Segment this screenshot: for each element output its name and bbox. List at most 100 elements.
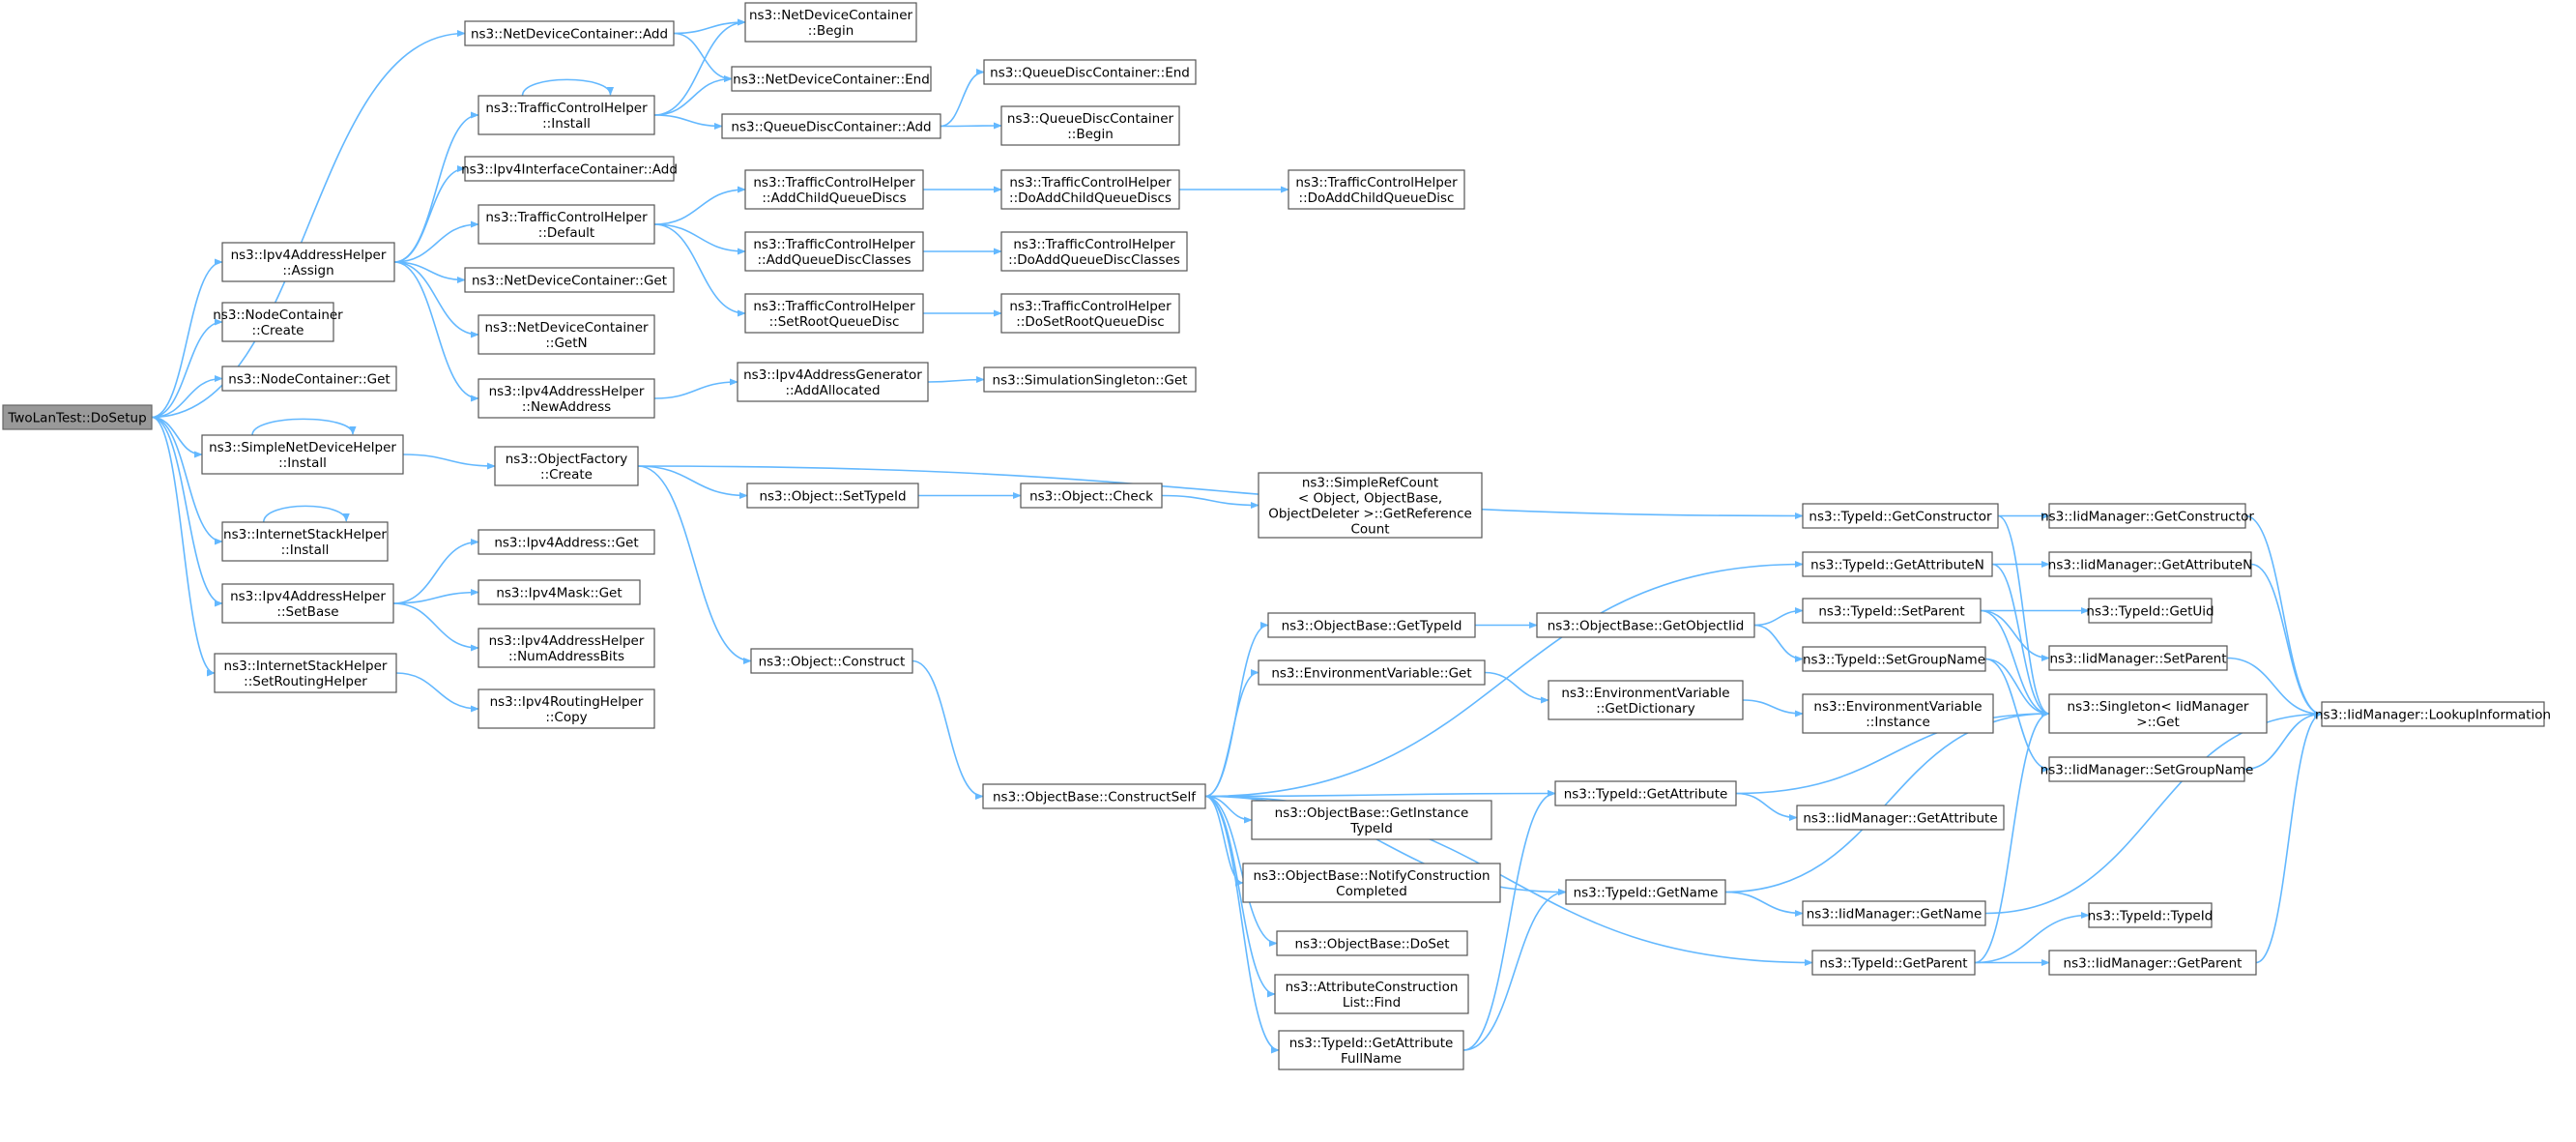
node-tid-getname[interactable]: ns3::TypeId::GetName (1565, 879, 1726, 905)
node-ss-get[interactable]: ns3::SimulationSingleton::Get (983, 366, 1197, 393)
node-label: ns3::NetDeviceContainer::Add (471, 27, 668, 43)
node-iah-setbase[interactable]: ns3::Ipv4AddressHelper::SetBase (221, 583, 394, 624)
node-ndc-add[interactable]: ns3::NetDeviceContainer::Add (464, 20, 675, 46)
node-iid-lookup[interactable]: ns3::IidManager::LookupInformation (2315, 701, 2551, 727)
node-tch-doaddchilds[interactable]: ns3::TrafficControlHelper::DoAddChildQue… (1000, 169, 1180, 210)
node-tch-default[interactable]: ns3::TrafficControlHelper::Default (478, 204, 655, 245)
node-iid-getctor[interactable]: ns3::IidManager::GetConstructor (2041, 503, 2254, 529)
node-of-create[interactable]: ns3::ObjectFactory::Create (494, 446, 639, 486)
node-label: Completed (1336, 884, 1407, 899)
node-tch-doaddclasses[interactable]: ns3::TrafficControlHelper::DoAddQueueDis… (1000, 231, 1188, 272)
node-box (1796, 805, 2005, 831)
node-iid-setgroup[interactable]: ns3::IidManager::SetGroupName (2041, 756, 2254, 782)
node-ndc-begin[interactable]: ns3::NetDeviceContainer::Begin (744, 2, 917, 43)
node-ob-constructself[interactable]: ns3::ObjectBase::ConstructSelf (982, 783, 1206, 809)
node-qdc-add[interactable]: ns3::QueueDiscContainer::Add (721, 113, 941, 139)
node-ob-notify[interactable]: ns3::ObjectBase::NotifyConstructionCompl… (1242, 863, 1501, 903)
node-im-get[interactable]: ns3::Ipv4Mask::Get (478, 579, 641, 605)
node-tid-setgroup[interactable]: ns3::TypeId::SetGroupName (1802, 646, 1986, 672)
edge-iah-setbase-to-ia-get (392, 538, 479, 604)
edge-iid-getname-to-iid-lookup (1984, 710, 2323, 915)
node-qdc-end[interactable]: ns3::QueueDiscContainer::End (983, 59, 1197, 85)
node-ob-getobjectiid[interactable]: ns3::ObjectBase::GetObjectIid (1536, 612, 1755, 638)
node-label: Count (1350, 522, 1389, 538)
node-iah-newaddr[interactable]: ns3::Ipv4AddressHelper::NewAddress (478, 378, 655, 419)
node-tch-doaddchild[interactable]: ns3::TrafficControlHelper::DoAddChildQue… (1288, 169, 1465, 210)
node-ndc-get[interactable]: ns3::NetDeviceContainer::Get (464, 267, 675, 293)
node-obj-construct[interactable]: ns3::Object::Construct (750, 648, 913, 674)
node-ev-instance[interactable]: ns3::EnvironmentVariable::Instance (1802, 693, 1994, 734)
node-box (1251, 800, 1492, 840)
node-label: ns3::AttributeConstruction (1286, 980, 1459, 995)
node-ish-setrouting[interactable]: ns3::InternetStackHelper::SetRoutingHelp… (214, 653, 397, 693)
node-sndh-install[interactable]: ns3::SimpleNetDeviceHelper::Install (201, 434, 404, 475)
node-box (1802, 900, 1986, 926)
node-ob-doset[interactable]: ns3::ObjectBase::DoSet (1276, 930, 1468, 956)
node-tid-getuid[interactable]: ns3::TypeId::GetUid (2086, 598, 2214, 624)
node-tid-setparent[interactable]: ns3::TypeId::SetParent (1802, 598, 1982, 624)
node-ish-install[interactable]: ns3::InternetStackHelper::Install (221, 521, 389, 562)
node-tid-getattrn[interactable]: ns3::TypeId::GetAttributeN (1802, 551, 1993, 577)
edge-sndh-install-to-sndh-install (251, 418, 357, 436)
node-tid-getparent[interactable]: ns3::TypeId::GetParent (1811, 950, 1976, 976)
node-label: ns3::IidManager::GetAttribute (1803, 811, 1997, 827)
node-box (1258, 659, 1486, 686)
node-iid-getattr[interactable]: ns3::IidManager::GetAttribute (1796, 805, 2005, 831)
node-label: ns3::QueueDiscContainer::Add (731, 120, 931, 135)
node-qdc-begin[interactable]: ns3::QueueDiscContainer::Begin (1000, 105, 1180, 146)
node-box (1536, 612, 1755, 638)
node-box (478, 628, 655, 668)
node-ndc-end[interactable]: ns3::NetDeviceContainer::End (731, 66, 932, 92)
node-iid-getattrn[interactable]: ns3::IidManager::GetAttributeN (2048, 551, 2252, 577)
node-ia-get[interactable]: ns3::Ipv4Address::Get (478, 529, 655, 555)
node-tid-getctor[interactable]: ns3::TypeId::GetConstructor (1802, 503, 1999, 529)
node-label: ::Install (281, 542, 330, 558)
node-iid-getparent[interactable]: ns3::IidManager::GetParent (2048, 950, 2257, 976)
node-label: ns3::TypeId::GetAttribute (1564, 787, 1728, 803)
node-iag-alloc[interactable]: ns3::Ipv4AddressGenerator::AddAllocated (737, 362, 929, 402)
node-tch-setroot[interactable]: ns3::TrafficControlHelper::SetRootQueueD… (744, 293, 924, 334)
edge-tid-getparent-to-singleton-get (1974, 710, 2050, 964)
node-tch-dosetroot[interactable]: ns3::TrafficControlHelper::DoSetRootQueu… (1000, 293, 1180, 334)
node-iic-add[interactable]: ns3::Ipv4InterfaceContainer::Add (461, 156, 678, 182)
node-obj-check[interactable]: ns3::Object::Check (1020, 483, 1163, 509)
node-nc-get[interactable]: ns3::NodeContainer::Get (221, 366, 397, 392)
edge-iah-assign-to-ndc-get (393, 261, 466, 284)
node-tch-addclasses[interactable]: ns3::TrafficControlHelper::AddQueueDiscC… (744, 231, 924, 272)
node-tch-install[interactable]: ns3::TrafficControlHelper::Install (478, 95, 655, 135)
node-label: ns3::TrafficControlHelper (485, 101, 648, 116)
edge-ndc-add-to-ndc-end (673, 32, 733, 83)
node-ev-getdict[interactable]: ns3::EnvironmentVariable::GetDictionary (1548, 680, 1744, 720)
node-obj-settypeid[interactable]: ns3::Object::SetTypeId (746, 483, 919, 509)
node-tch-addchild[interactable]: ns3::TrafficControlHelper::AddChildQueue… (744, 169, 924, 210)
node-nc-create[interactable]: ns3::NodeContainer::Create (213, 302, 343, 342)
edge-root-to-iah-assign (151, 258, 223, 419)
node-label: TypeId (1349, 821, 1393, 836)
node-ndc-getn[interactable]: ns3::NetDeviceContainer::GetN (478, 314, 655, 355)
edge-iag-alloc-to-ss-get (927, 375, 985, 384)
node-ob-gettypeid[interactable]: ns3::ObjectBase::GetTypeId (1267, 612, 1476, 638)
node-iah-numbits[interactable]: ns3::Ipv4AddressHelper::NumAddressBits (478, 628, 655, 668)
node-tid-getattr[interactable]: ns3::TypeId::GetAttribute (1554, 780, 1737, 806)
edge-ish-setrouting-to-irh-copy (395, 672, 479, 713)
node-label: ns3::Object::Construct (759, 655, 906, 670)
node-iid-setparent[interactable]: ns3::IidManager::SetParent (2048, 645, 2228, 671)
node-src-getref[interactable]: ns3::SimpleRefCount< Object, ObjectBase,… (1258, 472, 1483, 539)
edge-root-to-ish-setrouting (151, 416, 216, 677)
node-box (746, 483, 919, 509)
edge-ob-constructself-to-ev-get (1204, 668, 1259, 798)
node-irh-copy[interactable]: ns3::Ipv4RoutingHelper::Copy (478, 688, 655, 729)
node-label: ns3::IidManager::GetConstructor (2041, 510, 2254, 525)
node-box (2048, 645, 2228, 671)
node-iid-getname[interactable]: ns3::IidManager::GetName (1802, 900, 1986, 926)
node-box (731, 66, 932, 92)
node-root[interactable]: TwoLanTest::DoSetup (2, 404, 153, 430)
node-tid-typeid[interactable]: ns3::TypeId::TypeId (2088, 902, 2214, 928)
node-singleton-get[interactable]: ns3::Singleton< IidManager>::Get (2048, 693, 2268, 734)
node-iah-assign[interactable]: ns3::Ipv4AddressHelper::Assign (221, 242, 395, 282)
node-ev-get[interactable]: ns3::EnvironmentVariable::Get (1258, 659, 1486, 686)
